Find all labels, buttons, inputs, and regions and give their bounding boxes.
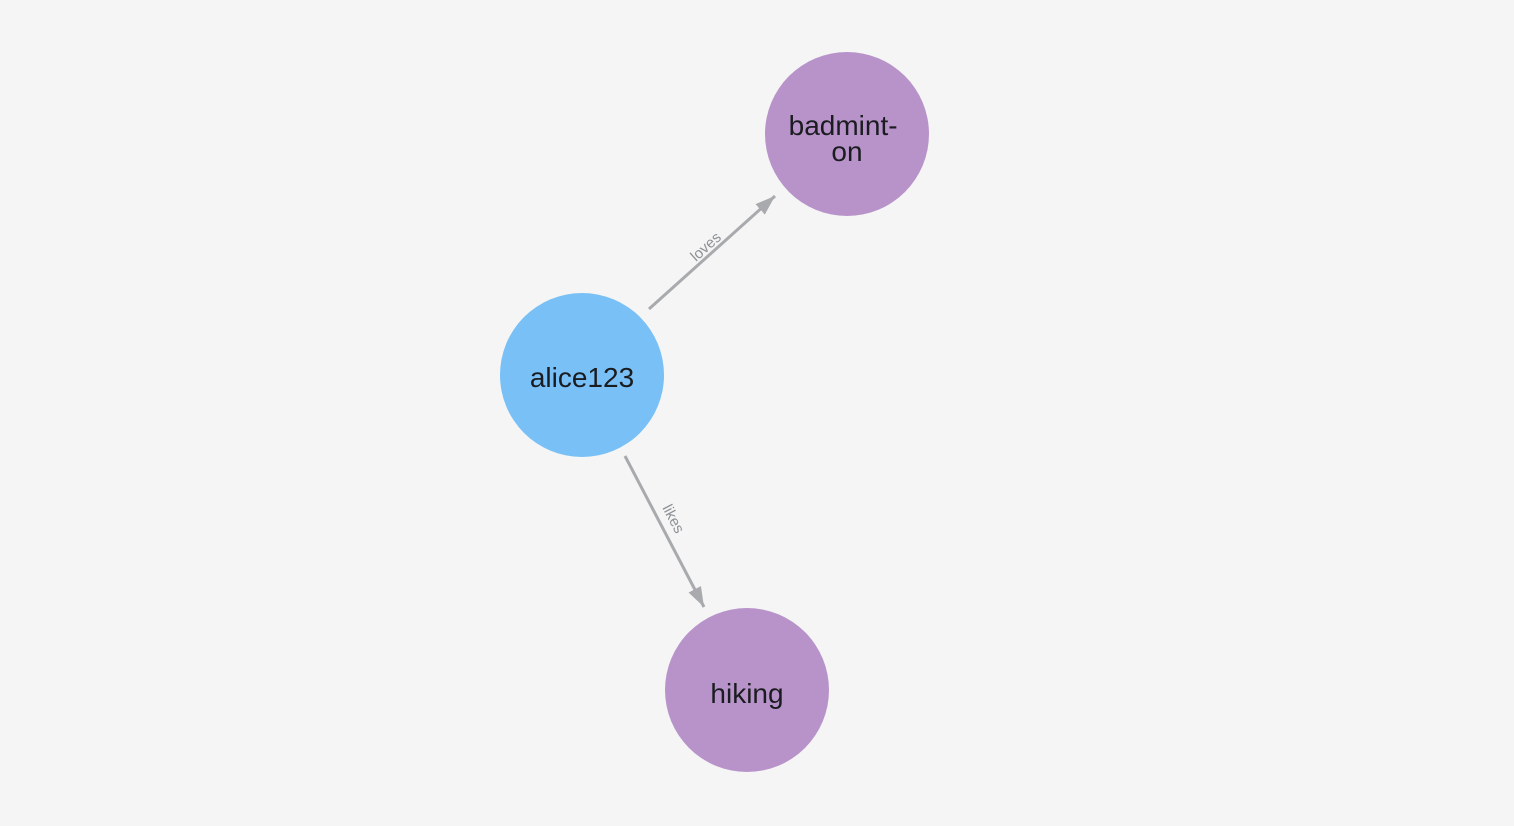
node-alice123[interactable]: alice123 [500, 293, 664, 457]
node-badminton-label-line2: on [831, 136, 862, 167]
node-badminton-label-line1: badmint- [789, 110, 898, 141]
edge-loves: loves [647, 194, 777, 311]
node-alice123-label: alice123 [530, 362, 634, 393]
node-alice123-circle[interactable] [500, 293, 664, 457]
node-badminton-label: badmint- on [789, 110, 906, 167]
node-hiking-circle[interactable] [665, 608, 829, 772]
node-badminton-circle[interactable] [765, 52, 929, 216]
node-hiking-label: hiking [710, 678, 783, 709]
edge-likes: likes [623, 455, 706, 608]
edge-likes-line[interactable] [623, 455, 706, 608]
node-hiking[interactable]: hiking [665, 608, 829, 772]
node-badminton[interactable]: badmint- on [765, 52, 929, 216]
edge-loves-line[interactable] [647, 194, 777, 311]
